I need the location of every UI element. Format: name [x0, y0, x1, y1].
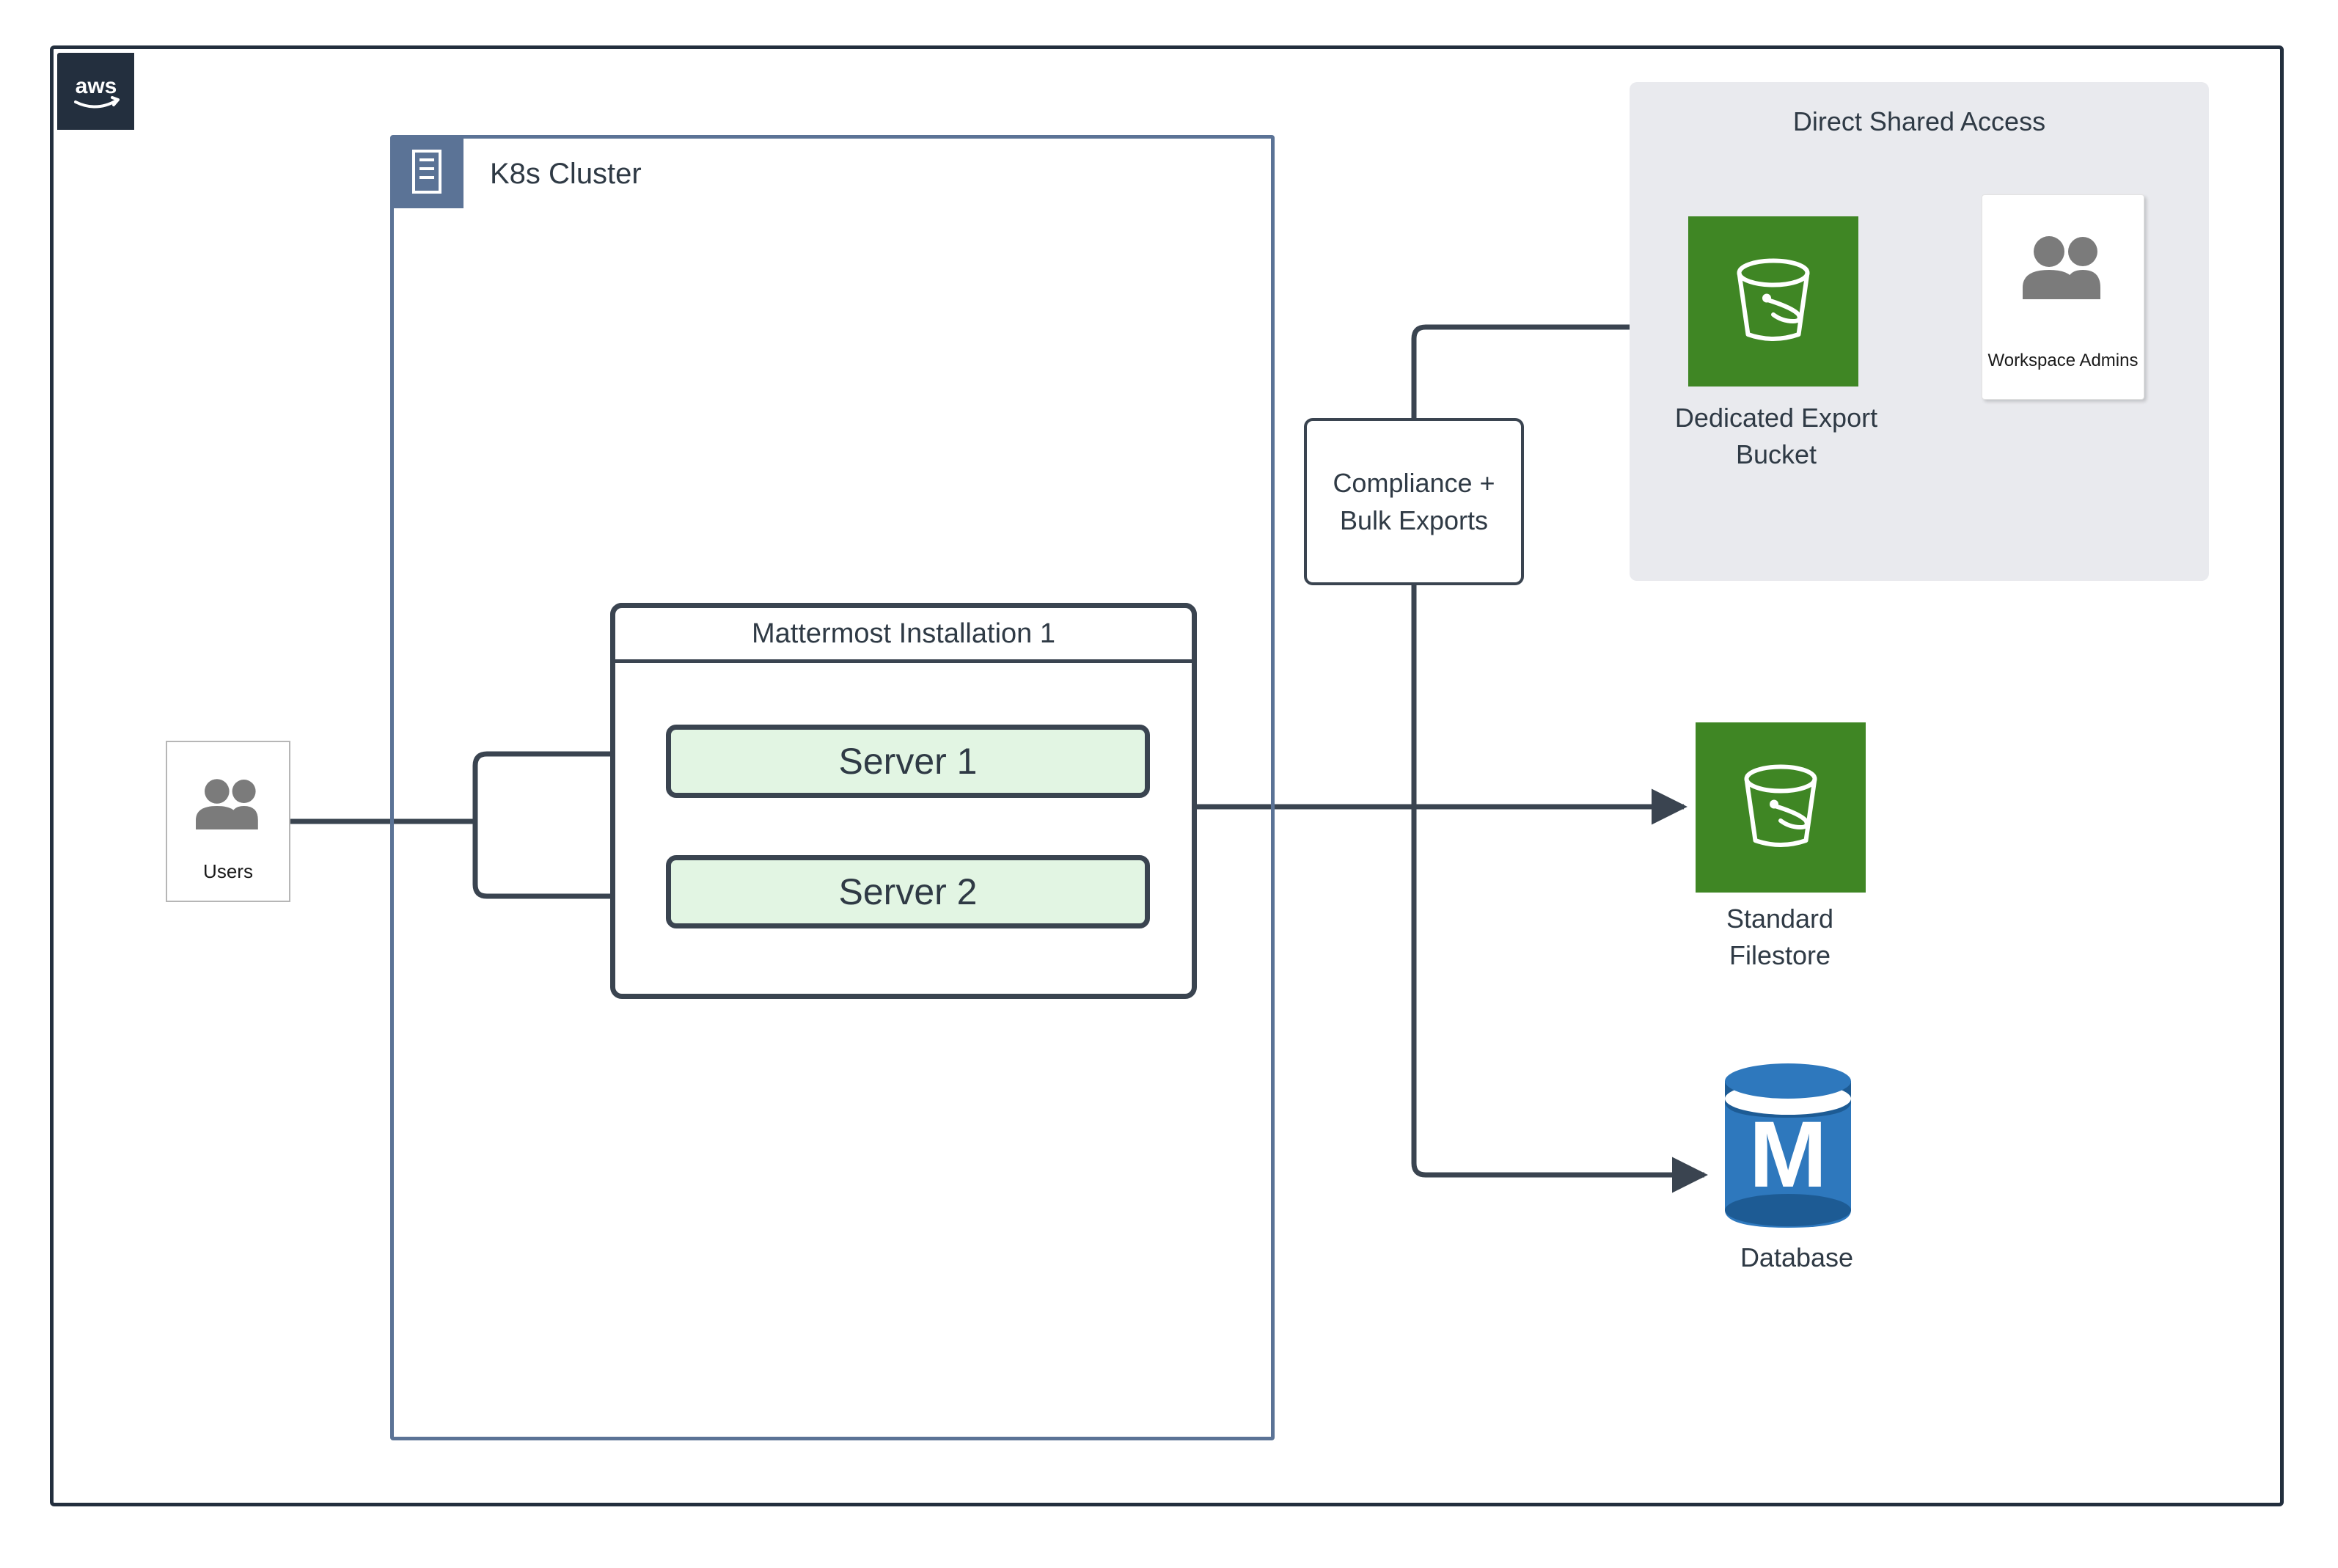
mattermost-installation-title: Mattermost Installation 1	[752, 618, 1055, 649]
users-icon	[190, 776, 266, 834]
k8s-cluster-label: K8s Cluster	[490, 158, 642, 190]
server-node-1[interactable]: Server 1	[666, 725, 1150, 798]
k8s-cluster-boundary	[390, 135, 1275, 1440]
users-label: Users	[203, 860, 253, 882]
mattermost-installation-header: Mattermost Installation 1	[610, 603, 1197, 663]
aws-logo-icon: aws	[57, 53, 134, 130]
mattermost-database-icon: M	[1716, 1058, 1860, 1237]
standard-filestore-label: Standard Filestore	[1726, 904, 1834, 970]
users-icon	[2015, 233, 2111, 303]
s3-bucket-icon	[1688, 216, 1858, 386]
database-label: Database	[1740, 1242, 1854, 1272]
server-node-2[interactable]: Server 2	[666, 855, 1150, 928]
compliance-line-2: Bulk Exports	[1339, 505, 1489, 535]
aws-cloud-boundary	[50, 45, 2284, 1506]
dedicated-export-bucket-label: Dedicated Export Bucket	[1674, 403, 1878, 469]
direct-shared-access-title: Direct Shared Access	[1792, 106, 2046, 136]
s3-bucket-icon	[1696, 722, 1866, 893]
compliance-bulk-exports-node[interactable]: Compliance + Bulk Exports	[1304, 418, 1524, 585]
users-node: Users	[166, 741, 290, 902]
svg-text:aws: aws	[75, 74, 117, 98]
compliance-line-1: Compliance +	[1333, 467, 1495, 498]
workspace-admins-label: Workspace Admins	[1987, 351, 2139, 370]
server-rack-icon	[390, 135, 463, 208]
svg-text:M: M	[1749, 1102, 1828, 1207]
workspace-admins-node: Workspace Admins	[1982, 194, 2144, 400]
